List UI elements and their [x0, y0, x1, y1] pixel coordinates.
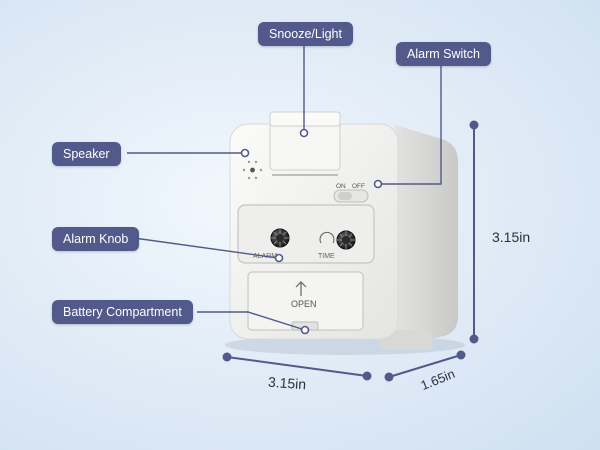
leader-alarm-switch [380, 62, 442, 185]
callout-alarm-switch: Alarm Switch [396, 42, 491, 66]
speaker-grille [242, 160, 263, 180]
callout-alarm-knob: Alarm Knob [52, 227, 140, 251]
snooze-light-button[interactable] [269, 123, 341, 171]
up-arrow-icon [295, 281, 307, 296]
time-knob[interactable] [336, 230, 356, 250]
leader-battery [197, 311, 306, 331]
alarm-knob[interactable] [270, 228, 290, 248]
device-foot [380, 330, 432, 350]
callout-speaker: Speaker [52, 142, 121, 166]
switch-on-label: ON [336, 183, 346, 190]
snooze-light-top [269, 111, 341, 127]
time-knob-label: TIME [318, 253, 335, 260]
depth-dimension-line [388, 354, 462, 378]
callout-snooze-light: Snooze/Light [258, 22, 353, 46]
time-arrow-icon [319, 231, 335, 244]
switch-off-label: OFF [352, 183, 365, 190]
device-side [395, 125, 458, 346]
battery-door-label: OPEN [291, 299, 317, 309]
width-dimension-label: 3.15in [267, 373, 307, 393]
leader-endpoints [240, 128, 383, 335]
callout-battery-compartment: Battery Compartment [52, 300, 193, 324]
leader-alarm-knob [133, 237, 279, 259]
dimension-lines [222, 120, 479, 382]
width-dimension-line [226, 356, 368, 377]
alarm-switch[interactable] [333, 189, 369, 203]
leader-lines [127, 42, 442, 331]
height-dimension-label: 3.15in [492, 229, 531, 245]
knob-recess [237, 204, 375, 264]
